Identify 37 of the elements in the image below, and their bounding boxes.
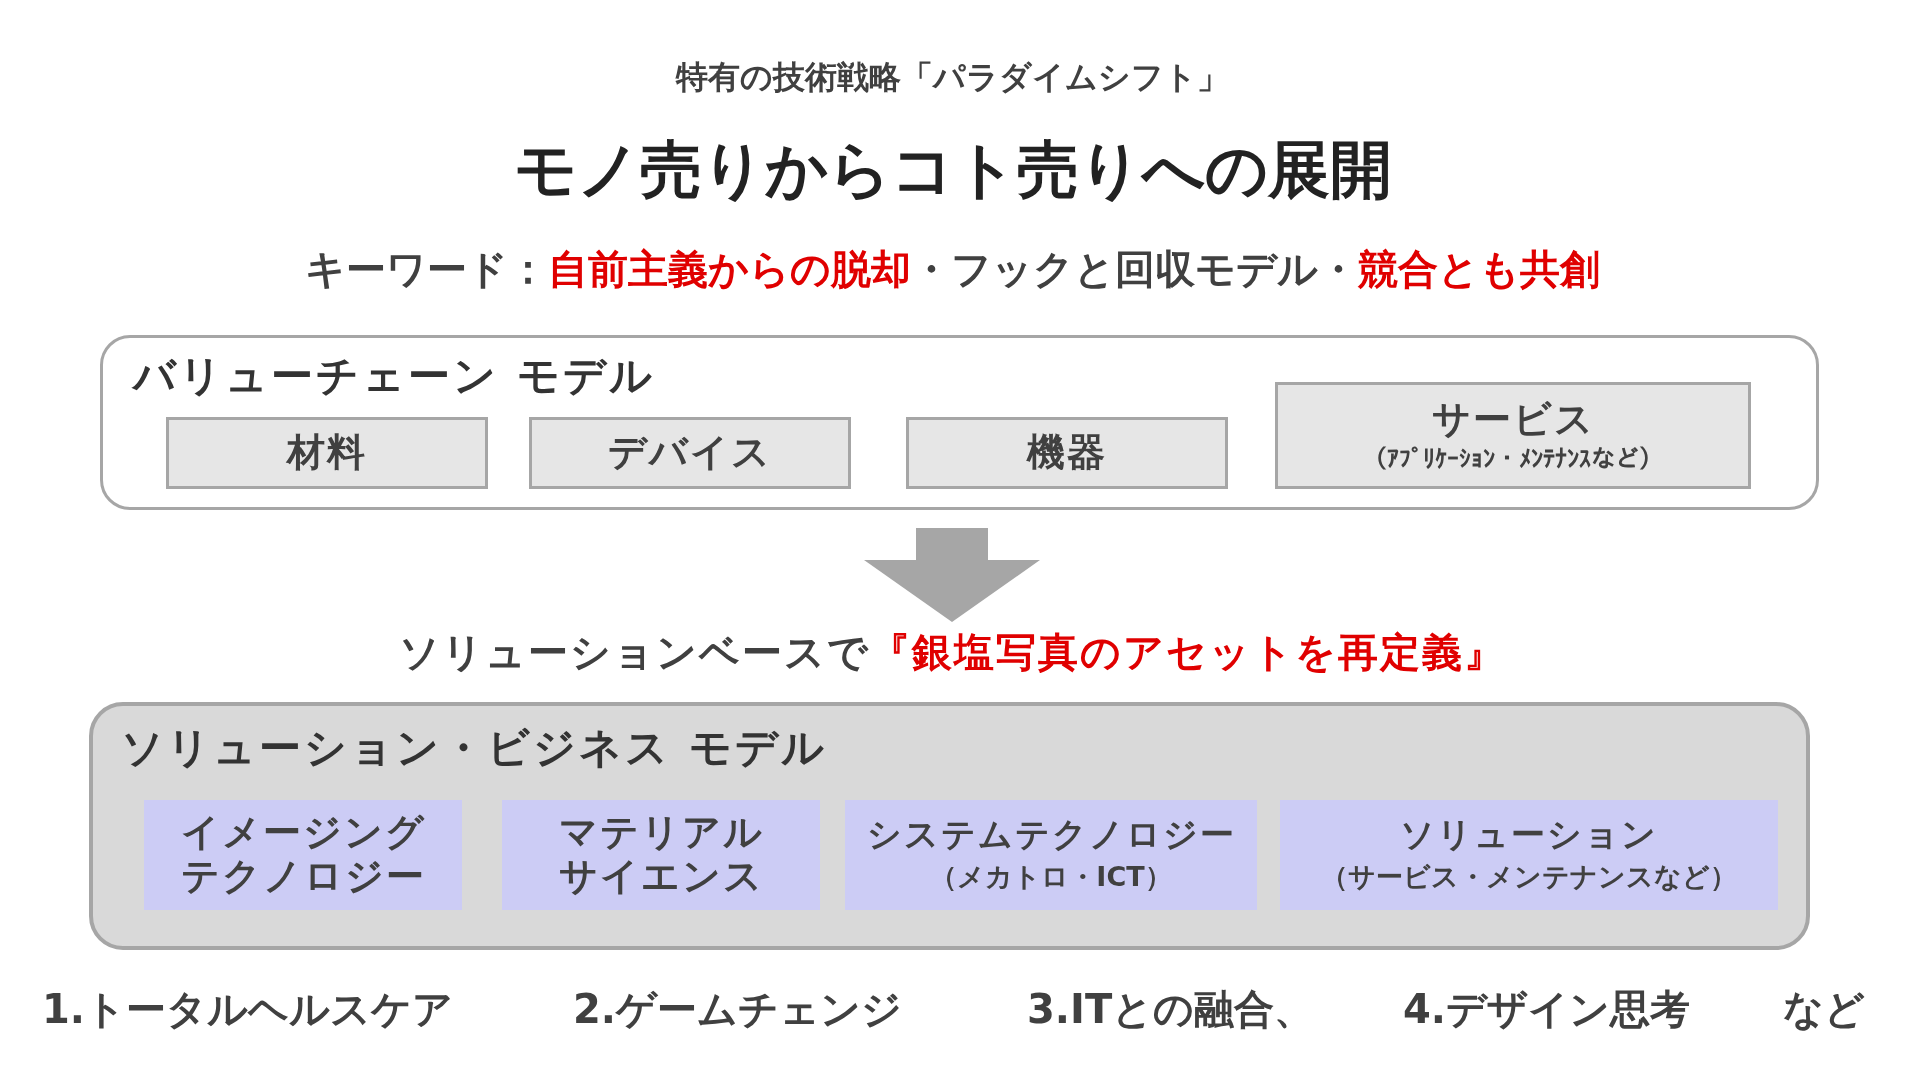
theme-label: 3.ITとの融合、 — [1027, 985, 1315, 1034]
domain-label: イメージングテクノロジー — [179, 811, 427, 899]
keyword-highlight: 自前主義からの脱却 — [548, 246, 911, 292]
domain-label: マテリアルサイエンス — [557, 811, 765, 899]
model-panel — [89, 702, 1810, 950]
theme-label: 4.デザイン思考 — [1403, 985, 1691, 1034]
statement-highlight: 『銀塩写真のアセットを再定義』 — [870, 627, 1506, 677]
panel-heading: ソリューション・ビジネス モデル — [121, 722, 827, 774]
stage-box — [906, 417, 1228, 489]
theme-label: 2.ゲームチェンジ — [573, 985, 903, 1034]
stage-box — [1275, 382, 1751, 489]
stage-label: 機器 — [1027, 431, 1107, 475]
stage-label: サービス — [1431, 397, 1595, 442]
stage-box — [166, 417, 488, 489]
note-text: （メカトロ・ICT） — [930, 859, 1172, 894]
theme-label: 1.トータルヘルスケア — [42, 985, 454, 1034]
block-arrow — [864, 528, 1040, 622]
domain-box — [144, 800, 462, 910]
title: モノ売りからコト売りへの展開 — [512, 132, 1393, 208]
panel-heading: バリューチェーン モデル — [133, 350, 655, 402]
domain-box — [845, 800, 1257, 910]
subtitle: 特有の技術戦略「パラダイムシフト」 — [676, 58, 1229, 96]
note-text: （ｱﾌﾟﾘｹｰｼｮﾝ・ﾒﾝﾃﾅﾝｽなど） — [1363, 445, 1663, 474]
model-panel — [100, 335, 1819, 510]
stage-label: デバイス — [608, 431, 772, 475]
keyword-text: キーワード： — [305, 246, 548, 292]
statement-text: ソリューションベースで — [399, 627, 870, 677]
stage-label: 材料 — [287, 431, 367, 475]
domain-label: システムテクノロジー — [866, 815, 1236, 855]
note-text: （サービス・メンテナンスなど） — [1321, 859, 1737, 894]
domain-label: ソリューション — [1400, 815, 1658, 855]
domain-box — [1280, 800, 1778, 910]
domain-box — [502, 800, 820, 910]
theme-label: など — [1783, 985, 1865, 1034]
keyword-highlight: 競合とも共創 — [1358, 246, 1600, 292]
keyword-text: ・フックと回収モデル・ — [911, 246, 1358, 292]
stage-box — [529, 417, 851, 489]
